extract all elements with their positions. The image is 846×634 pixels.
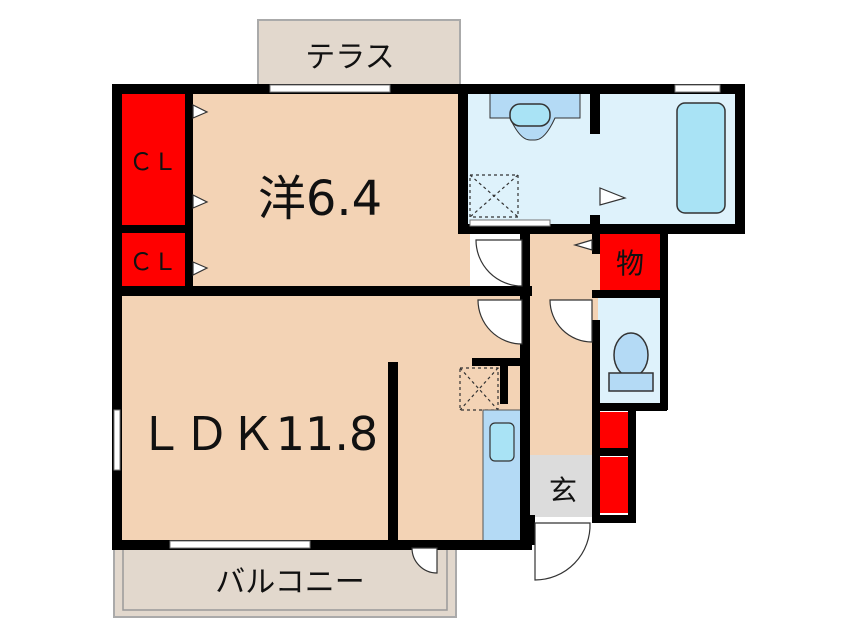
entrance bbox=[530, 455, 596, 517]
shoe-closet-1 bbox=[600, 412, 628, 448]
western-room-label: 洋6.4 bbox=[258, 171, 382, 227]
shoe-closet-2 bbox=[600, 457, 628, 513]
hallway bbox=[525, 225, 600, 460]
storage bbox=[600, 232, 660, 290]
terrace-label: テラス bbox=[305, 40, 394, 75]
ldk-room bbox=[120, 290, 530, 545]
toilet-icon bbox=[613, 332, 649, 378]
basin-bowl-icon bbox=[509, 103, 551, 127]
washer-space-icon bbox=[469, 174, 519, 218]
kitchen-sink-icon bbox=[489, 422, 515, 462]
ldk-label: ＬＤＫ11.8 bbox=[138, 407, 378, 461]
doors bbox=[192, 104, 627, 581]
closet-1 bbox=[120, 93, 185, 225]
entrance-label: 玄 bbox=[549, 474, 577, 507]
balcony-label: バルコニー bbox=[215, 565, 364, 600]
bathtub bbox=[676, 102, 726, 214]
closet-2 bbox=[120, 232, 185, 288]
closet-2-label: ＣＬ bbox=[129, 248, 177, 276]
toilet-tank-icon bbox=[608, 372, 654, 392]
terrace bbox=[257, 19, 461, 93]
storage-label: 物 bbox=[616, 247, 644, 280]
fridge-space-icon bbox=[459, 367, 499, 411]
closet-1-label: ＣＬ bbox=[129, 148, 177, 176]
balcony bbox=[113, 544, 457, 618]
windows bbox=[113, 84, 721, 549]
